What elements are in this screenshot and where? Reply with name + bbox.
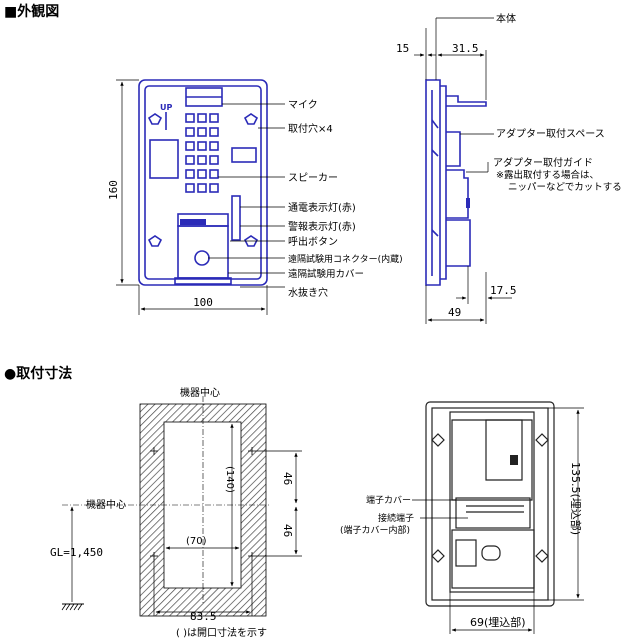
label-center-top: 機器中心 [180,386,220,399]
label-center-left: 機器中心 [86,498,126,511]
dim-135-5: 135.5(埋込部) [569,462,583,535]
footnote-opening: ( )は開口寸法を示す [176,626,267,639]
section-mounting-heading: ●取付寸法 [4,365,72,382]
dim-46-lower: 46 [281,524,294,537]
dim-opening-140: (140) [224,466,235,493]
dim-31-5: 31.5 [452,42,479,55]
label-adapter-space: アダプター取付スペース [496,127,605,140]
label-speaker: スピーカー [288,172,338,184]
label-terminal-inner: (端子カバー内部) [340,524,410,536]
dim-height-160: 160 [107,180,120,200]
dim-17-5: 17.5 [490,284,517,297]
rear-view: 端子カバー 接続端子 (端子カバー内部) 135.5(埋込部) 69(埋込部) [340,401,584,634]
section-exterior-heading: ■外観図 [4,3,59,20]
label-terminal-cover: 端子カバー [366,494,411,506]
label-gl-height: GL=1,450 [50,546,103,559]
label-mic: マイク [288,99,318,111]
label-remote-cover: 遠隔試験用カバー [288,268,364,280]
label-power-lamp: 通電表示灯(赤) [288,201,356,214]
dim-width-100: 100 [193,296,213,309]
label-adapter-guide: アダプター取付ガイド [493,156,593,169]
mount-diagram: 機器中心 機器中心 (140) 46 46 (70) 83.5 ( )は開口寸法… [50,386,302,639]
note-exposed-mount: ※露出取付する場合は、 [496,169,599,181]
label-body: 本体 [496,12,516,25]
dim-opening-70: (70) [186,536,207,547]
svg-text:UP: UP [160,103,172,112]
dim-69: 69(埋込部) [470,615,526,629]
dim-83-5: 83.5 [190,610,217,623]
dim-15: 15 [396,42,409,55]
label-remote-connector: 遠隔試験用コネクター(内蔵) [288,253,403,265]
label-terminal: 接続端子 [378,512,414,524]
note-cut-with-nippers: ニッパーなどでカットする [508,182,622,193]
label-mount-holes: 取付穴×4 [288,122,333,135]
side-view: 15 31.5 本体 アダプター取付スペース アダプター取付ガイド ※露出取付す… [396,12,622,324]
label-alarm-lamp: 警報表示灯(赤) [288,220,356,233]
label-call-button: 呼出ボタン [288,235,338,248]
dim-46-upper: 46 [281,472,294,485]
dim-49: 49 [448,306,461,319]
label-drain-hole: 水抜き穴 [288,286,328,299]
front-view: UP マイク [107,79,403,315]
